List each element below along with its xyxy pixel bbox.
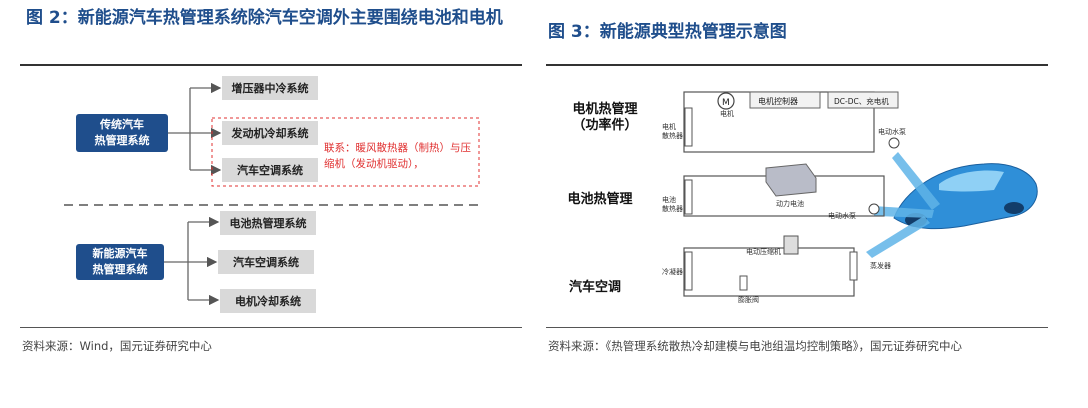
compressor-label: 电动压缩机 [746,248,781,256]
figure-2-title: 图 2：新能源汽车热管理系统除汽车空调外主要围绕电池和电机 [26,8,503,28]
source-rule-left [20,327,522,328]
title-rule-right [546,64,1048,66]
dcdc-label: DC-DC、充电机 [834,96,889,106]
relation-note: 联系：暖风散热器（制热）与压缩机（发动机驱动）， [324,142,471,170]
condenser-label: 冷凝器 [662,268,683,276]
battery-radiator-label: 电池 散热器 [662,196,683,213]
motor-symbol [717,92,735,110]
nev-item-motor-cooling: 电机冷却系统 [220,289,316,313]
battery-pack [765,163,817,197]
expansion-valve-label: 膨胀阀 [738,296,759,304]
nev-item-battery: 电池热管理系统 [220,211,316,235]
title-rule-left [20,64,522,66]
evaporator-label: 蒸发器 [870,262,891,270]
source-left: 资料来源：Wind，国元证券研究中心 [22,339,212,353]
label-motor-thermal: 电机热管理 （功率件） [572,102,638,133]
pump2-label: 电动水泵 [828,212,856,220]
traditional-item-engine-cooling: 发动机冷却系统 [222,121,318,145]
nev-item-ac: 汽车空调系统 [218,250,314,274]
expansion-valve-symbol [739,275,748,291]
pump2-symbol [868,203,880,215]
traditional-item-intercooler: 增压器中冷系统 [222,76,318,100]
motor-radiator-label: 电机 散热器 [662,123,683,140]
evaporator-symbol [849,251,858,281]
traditional-item-ac: 汽车空调系统 [222,158,318,182]
label-battery-thermal: 电池热管理 [567,192,633,207]
motor-label: 电机 [720,110,734,118]
battery-label: 动力电池 [776,200,804,208]
figure-3-title: 图 3：新能源典型热管理示意图 [548,22,787,42]
compressor-symbol [783,235,799,255]
motor-controller-label: 电机控制器 [758,96,798,106]
nev-thermal-system-node: 新能源汽车 热管理系统 [76,244,164,280]
left-connector-lines [64,82,480,306]
motor-m: M [722,98,730,108]
thermal-schematic-diagram: M 电机控制器 DC-DC、充电机 [683,91,1038,297]
traditional-thermal-system-node: 传统汽车 热管理系统 [76,114,168,152]
source-right: 资料来源：《热管理系统散热冷却建模与电池组温均控制策略》，国元证券研究中心 [548,339,962,353]
pump1-label: 电动水泵 [878,128,906,136]
source-rule-right [546,327,1048,328]
pump1-symbol [888,137,900,149]
label-ac: 汽车空调 [568,280,621,295]
